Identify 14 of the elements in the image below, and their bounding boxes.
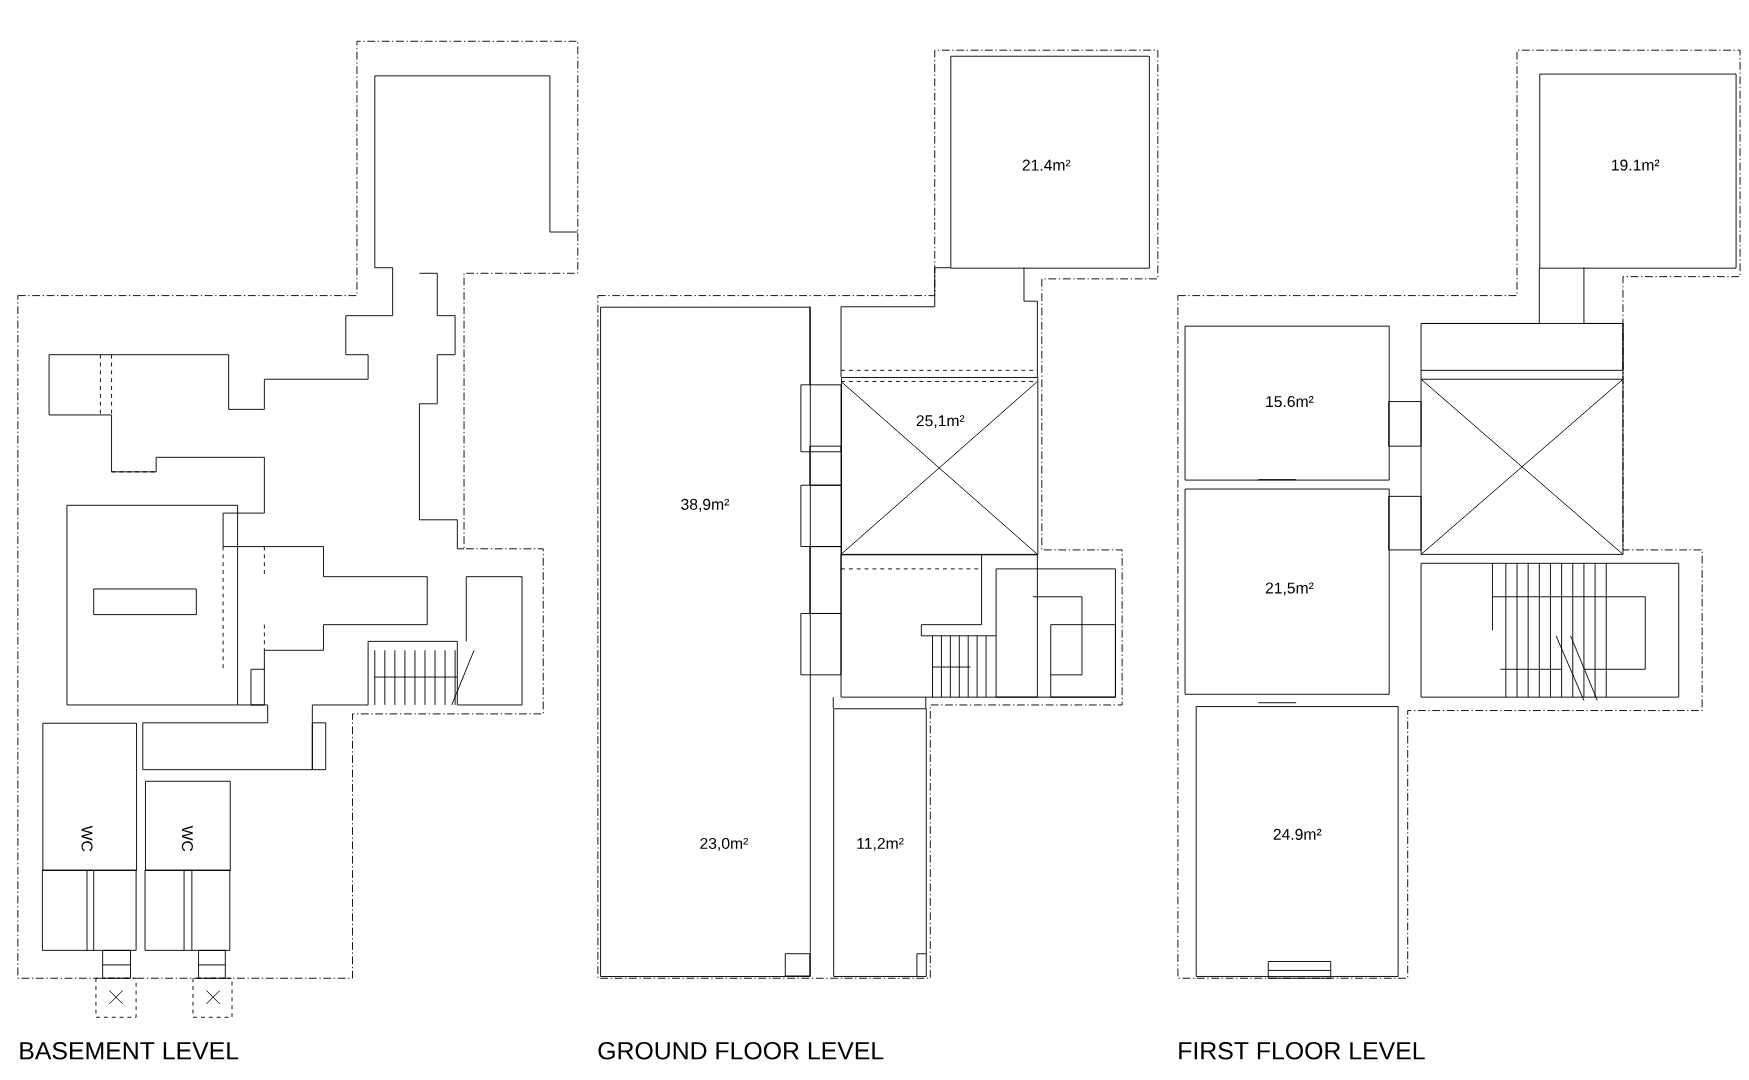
area-label: 21,5m² (1265, 582, 1314, 596)
area-label: WC (81, 825, 93, 852)
level-title: BASEMENT LEVEL (20, 1042, 239, 1060)
area-label: 24.9m² (1273, 828, 1322, 840)
area-label: 19.1m² (1612, 159, 1660, 171)
area-label: 15.6m² (1266, 396, 1314, 408)
level-title: GROUND FLOOR LEVEL (598, 1042, 884, 1060)
area-label: 11,2m² (857, 838, 904, 851)
area-label: 21.4m² (1022, 159, 1071, 171)
area-label: 38,9m² (681, 498, 730, 512)
area-label: 23,0m² (700, 838, 748, 851)
area-label: WC (181, 825, 193, 852)
area-label: 25,1m² (916, 415, 965, 429)
level-title: FIRST FLOOR LEVEL (1179, 1042, 1425, 1060)
